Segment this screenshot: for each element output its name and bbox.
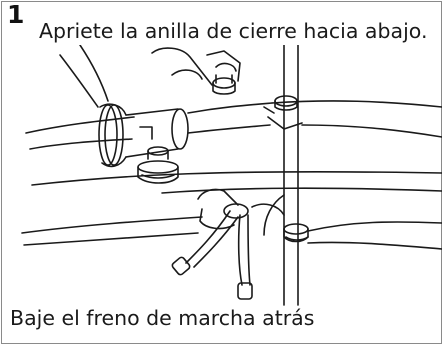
brake-cable — [171, 203, 253, 300]
step-instruction: Apriete la anilla de cierre hacia abajo. — [39, 19, 428, 43]
reverse-brake-illustration — [2, 45, 442, 307]
lower-bracket — [197, 188, 442, 250]
step-number: 1 — [7, 0, 25, 29]
main-rod — [25, 102, 273, 150]
locking-ring — [98, 103, 127, 168]
collar-cylinder — [125, 108, 189, 158]
lower-left-rod — [21, 216, 203, 246]
upper-bracket — [151, 47, 241, 95]
frame-post — [263, 45, 299, 306]
long-lower-rod — [31, 170, 442, 194]
upper-left-rod — [59, 45, 109, 108]
brake-lever-upper — [263, 95, 442, 138]
step-caption: Baje el freno de marcha atrás — [10, 306, 315, 330]
